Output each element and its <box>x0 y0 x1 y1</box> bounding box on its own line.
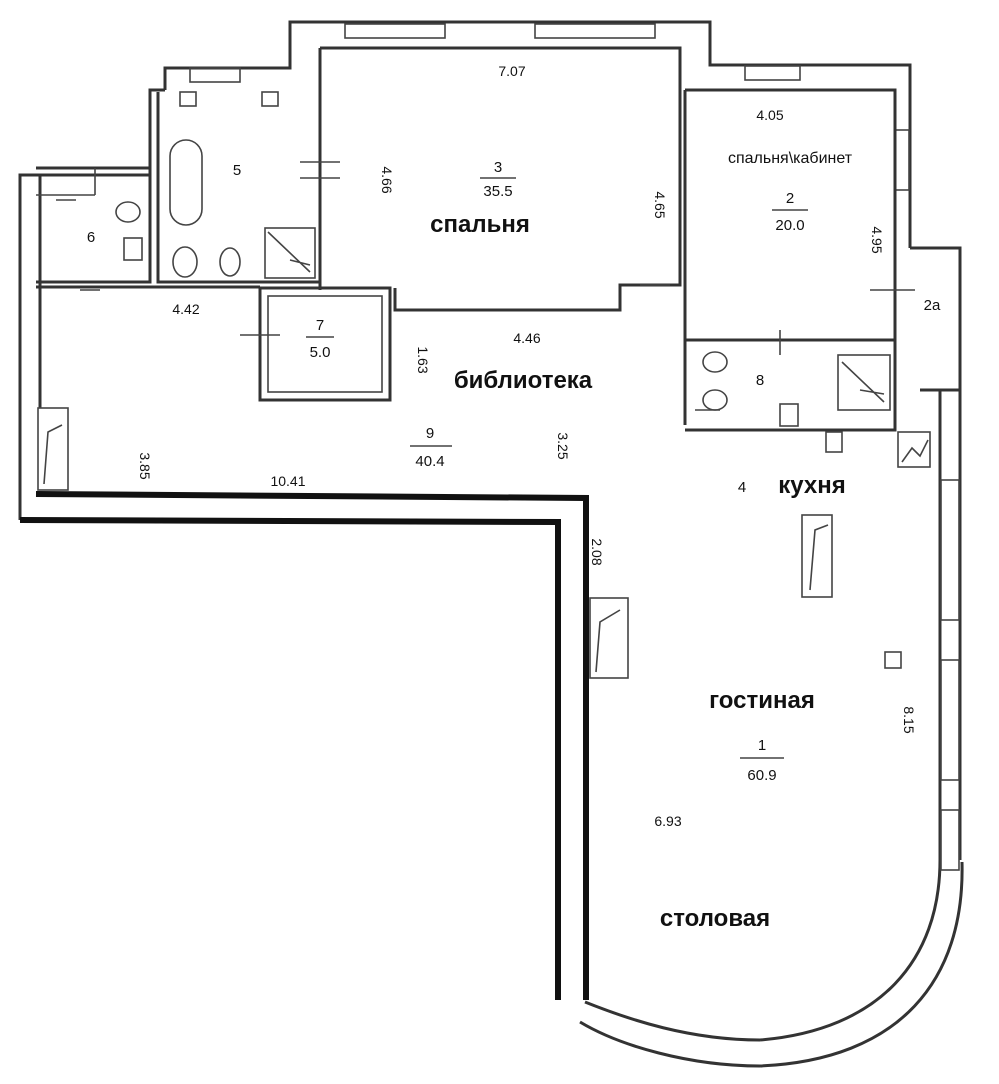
room-3: 3 35.5 спальня <box>430 159 530 238</box>
room-5-number: 5 <box>233 162 241 179</box>
kitchen-name: кухня <box>778 472 846 499</box>
radiator-icon <box>37 407 69 491</box>
dimension-label: 10.41 <box>270 473 305 489</box>
dimension-label: 4.65 <box>652 191 668 218</box>
room-2-number: 2 <box>786 190 794 207</box>
dimension-label: 2.08 <box>589 538 605 565</box>
dimension-label: 4.42 <box>172 301 199 317</box>
dimensions: 7.07 4.05 4.66 4.65 4.95 4.42 4.46 1.63 … <box>137 63 917 829</box>
room-9-name: библиотека <box>454 367 593 394</box>
dimension-label: 4.05 <box>756 107 783 123</box>
door-marks <box>56 161 915 411</box>
windows <box>189 23 960 871</box>
interior-walls <box>36 46 897 432</box>
room-1: 4 кухня гостиная 1 60.9 столовая <box>660 472 846 932</box>
room-3-number: 3 <box>494 159 502 176</box>
room-9-area: 40.4 <box>415 453 444 470</box>
dining-room-name: столовая <box>660 905 770 932</box>
bathtub-icon <box>169 139 203 226</box>
room-9: библиотека 9 40.4 <box>410 367 593 470</box>
room-2a-number: 2а <box>924 297 941 314</box>
dimension-label: 4.46 <box>513 330 540 346</box>
dimension-label: 7.07 <box>498 63 525 79</box>
toilet-icon <box>702 389 728 411</box>
fixtures <box>37 91 931 679</box>
room-3-area: 35.5 <box>483 183 512 200</box>
dimension-label: 6.93 <box>654 813 681 829</box>
dimension-label: 4.95 <box>869 226 885 253</box>
section-outline <box>19 491 589 1000</box>
room-2: спальня\кабинет 2 20.0 <box>728 150 853 234</box>
sink-icon <box>702 351 728 373</box>
room-2-area: 20.0 <box>775 217 804 234</box>
room-9-number: 9 <box>426 425 434 442</box>
living-room-name: гостиная <box>709 687 815 714</box>
dimension-label: 1.63 <box>415 346 431 373</box>
room-7: 7 5.0 <box>306 317 334 361</box>
room-2-name: спальня\кабинет <box>728 150 853 167</box>
room-7-number: 7 <box>316 317 324 334</box>
room-7-area: 5.0 <box>310 344 331 361</box>
dimension-label: 3.85 <box>137 452 153 479</box>
dimension-label: 8.15 <box>901 706 917 733</box>
room-1-area: 60.9 <box>747 767 776 784</box>
toilet-icon <box>219 247 241 277</box>
room-1-number: 1 <box>758 737 766 754</box>
kitchen-number: 4 <box>738 479 746 496</box>
toilet-icon <box>172 246 198 278</box>
room-8-number: 8 <box>756 372 764 389</box>
dimension-label: 3.25 <box>555 432 571 459</box>
outer-walls <box>18 20 964 1068</box>
room-6-number: 6 <box>87 229 95 246</box>
radiator-icon <box>801 514 833 598</box>
toilet-icon <box>115 201 141 223</box>
room-3-name: спальня <box>430 211 530 238</box>
dimension-label: 4.66 <box>379 166 395 193</box>
